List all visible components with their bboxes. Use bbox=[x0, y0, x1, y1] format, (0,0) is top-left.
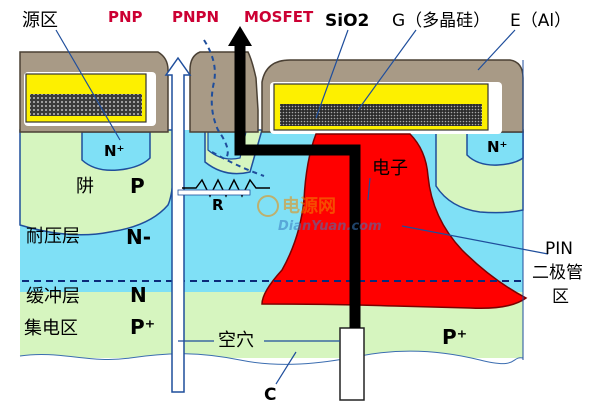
emitter-label: E（Al） bbox=[510, 11, 571, 31]
n-buffer-label: N bbox=[130, 283, 147, 307]
pnpn-label: PNPN bbox=[172, 8, 219, 26]
n-plus-right-label: N⁺ bbox=[487, 138, 507, 156]
gate-label: G（多晶硅） bbox=[392, 11, 490, 31]
watermark-en: DianYuan.com bbox=[278, 219, 382, 234]
mosfet-arrow-head bbox=[228, 26, 252, 46]
pin-label-line2: 二极管 bbox=[532, 263, 583, 283]
resistor-label: R bbox=[212, 196, 224, 214]
electron-leader bbox=[367, 177, 371, 201]
electron-plasma-region bbox=[261, 133, 528, 310]
watermark-logo: 电源网 DianYuan.com bbox=[257, 195, 382, 234]
sio2-label: SiO2 bbox=[325, 11, 369, 31]
collector-label: C bbox=[264, 385, 276, 405]
gate-leader bbox=[357, 29, 417, 111]
substrate-bottom-edge bbox=[20, 351, 523, 365]
resistor-symbol bbox=[182, 178, 270, 198]
source-leader bbox=[55, 29, 121, 141]
n-plus-left-label: N⁺ bbox=[104, 142, 124, 160]
buffer-layer-label: 缓冲层 bbox=[26, 286, 80, 307]
mosfet-label: MOSFET bbox=[244, 8, 314, 26]
pnp-current-arrow bbox=[164, 56, 192, 393]
pin-label-line3: 区 bbox=[552, 287, 569, 307]
collector-contact bbox=[339, 327, 365, 401]
mosfet-current-path bbox=[234, 44, 361, 328]
source-region-label: 源区 bbox=[22, 10, 58, 31]
p-plus-right-label: P⁺ bbox=[442, 325, 467, 349]
pin-label-line1: PIN bbox=[545, 239, 573, 259]
n-minus-label: N- bbox=[126, 225, 151, 249]
well-label: 阱 bbox=[76, 176, 94, 197]
collector-leader bbox=[275, 351, 297, 385]
blocking-layer-label: 耐压层 bbox=[26, 226, 80, 247]
collector-region-label: 集电区 bbox=[24, 318, 78, 339]
emitter-leader bbox=[477, 29, 516, 71]
hole-label: 空穴 bbox=[218, 330, 254, 351]
p-well-label: P bbox=[130, 174, 145, 198]
pnp-label: PNP bbox=[108, 8, 143, 26]
electron-label: 电子 bbox=[372, 158, 408, 179]
watermark-cn: 电源网 bbox=[282, 195, 336, 217]
n-plus-region-left bbox=[81, 131, 151, 172]
sio2-leader bbox=[315, 29, 349, 119]
pin-leader bbox=[401, 225, 549, 255]
p-plus-left-label: P⁺ bbox=[130, 315, 155, 339]
pnpn-current-path bbox=[203, 39, 229, 159]
n-plus-region-right bbox=[466, 131, 524, 166]
